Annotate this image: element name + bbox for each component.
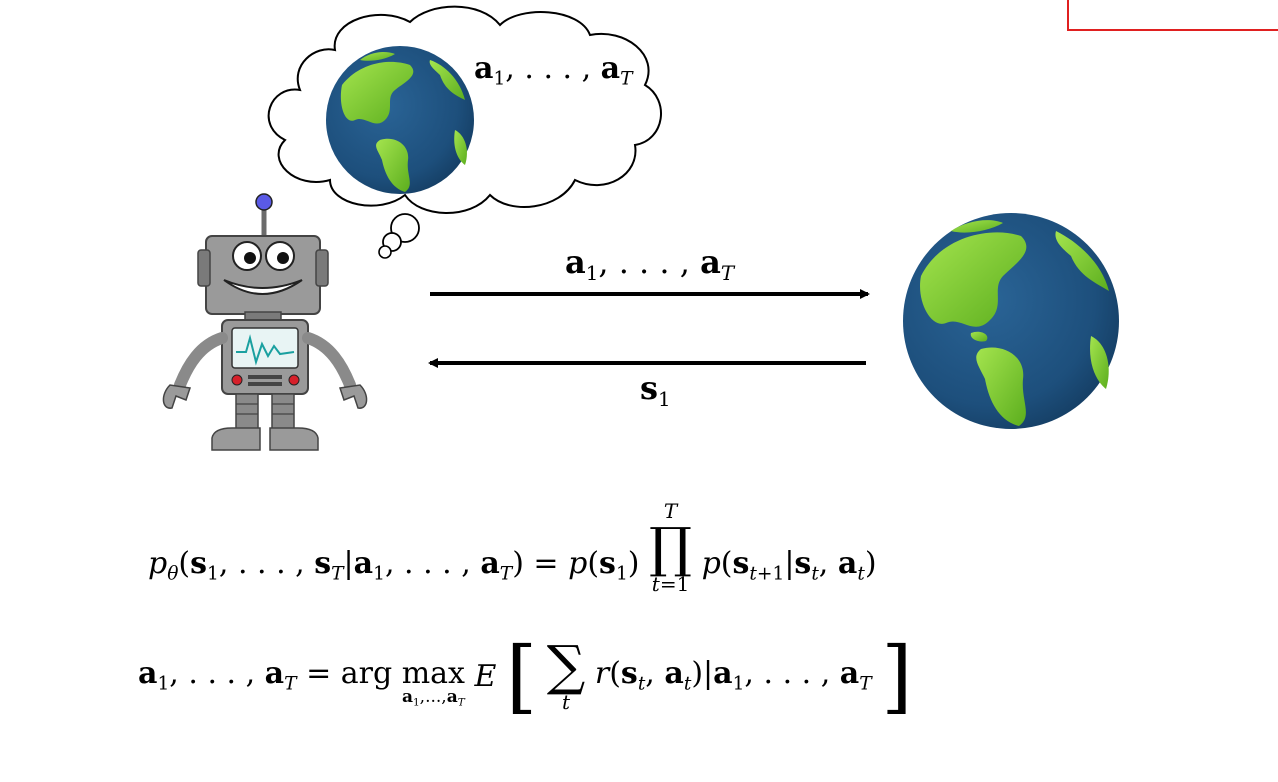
product-operator: T ∏ t=1 bbox=[649, 499, 693, 597]
thought-label: a1, . . . , aT bbox=[474, 51, 633, 90]
planning-equation: a1, . . . , aT = arg max a1,...,aT E [ ∑… bbox=[138, 629, 913, 723]
dynamics-equation: pθ(s1, . . . , sT|a1, . . . , aT) = p(s1… bbox=[148, 499, 877, 597]
arrow-back-label: s1 bbox=[640, 369, 671, 411]
globe-icon bbox=[903, 213, 1119, 429]
globe-icon bbox=[326, 46, 474, 194]
robot-icon bbox=[162, 193, 368, 451]
arrow-forward-label: a1, . . . , aT bbox=[565, 243, 735, 285]
thought-bubble-small bbox=[378, 245, 392, 259]
red-frame bbox=[1067, 0, 1278, 31]
sum-operator: ∑ t bbox=[546, 634, 586, 715]
